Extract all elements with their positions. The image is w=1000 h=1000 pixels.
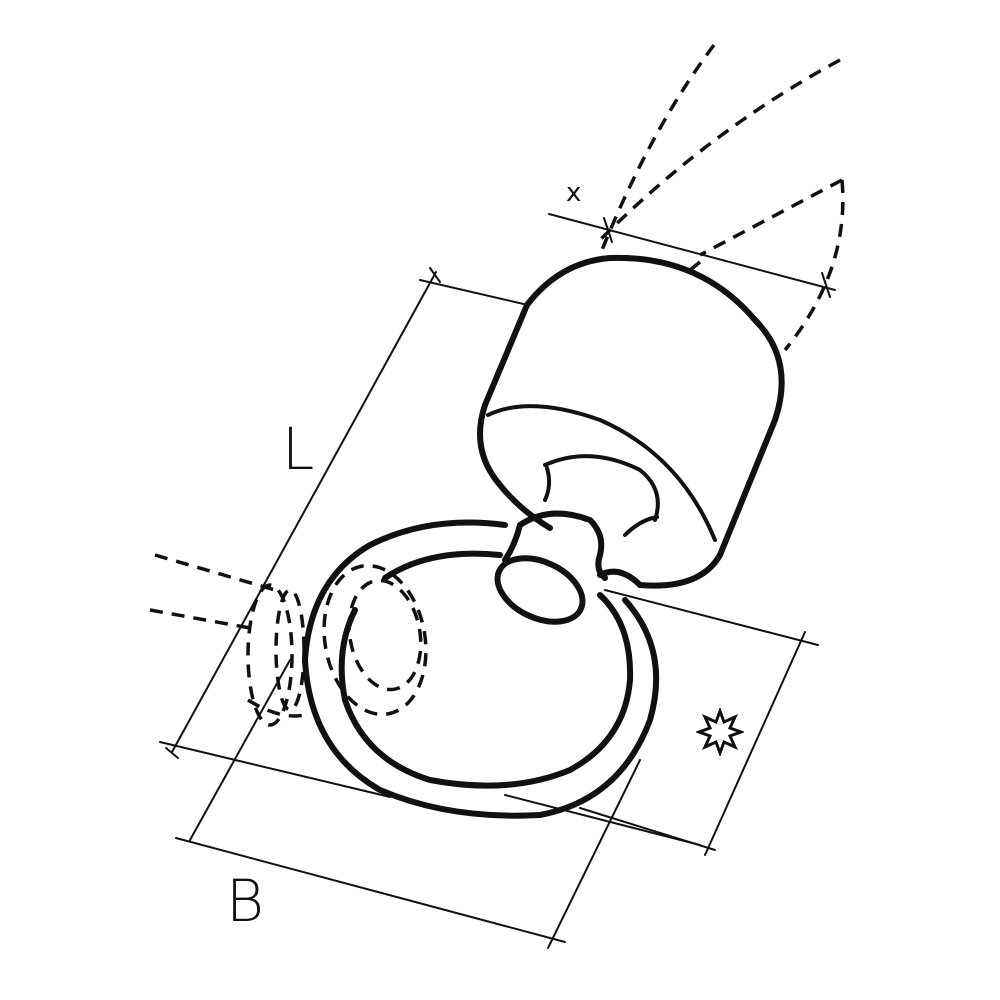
dimension-B [175, 659, 701, 949]
ring [302, 519, 660, 819]
dimension-ring-inner [579, 589, 819, 856]
dimension-L [159, 267, 529, 798]
label-diameter: x [566, 178, 582, 208]
cylinder-body [477, 254, 785, 589]
label-length: L [282, 415, 315, 483]
dashed-shackle [149, 553, 428, 727]
swivel-neck [494, 510, 643, 625]
dashed-rope-top [598, 43, 845, 352]
label-width: B [226, 867, 264, 935]
dimension-X [548, 213, 836, 298]
star-icon [696, 708, 744, 756]
